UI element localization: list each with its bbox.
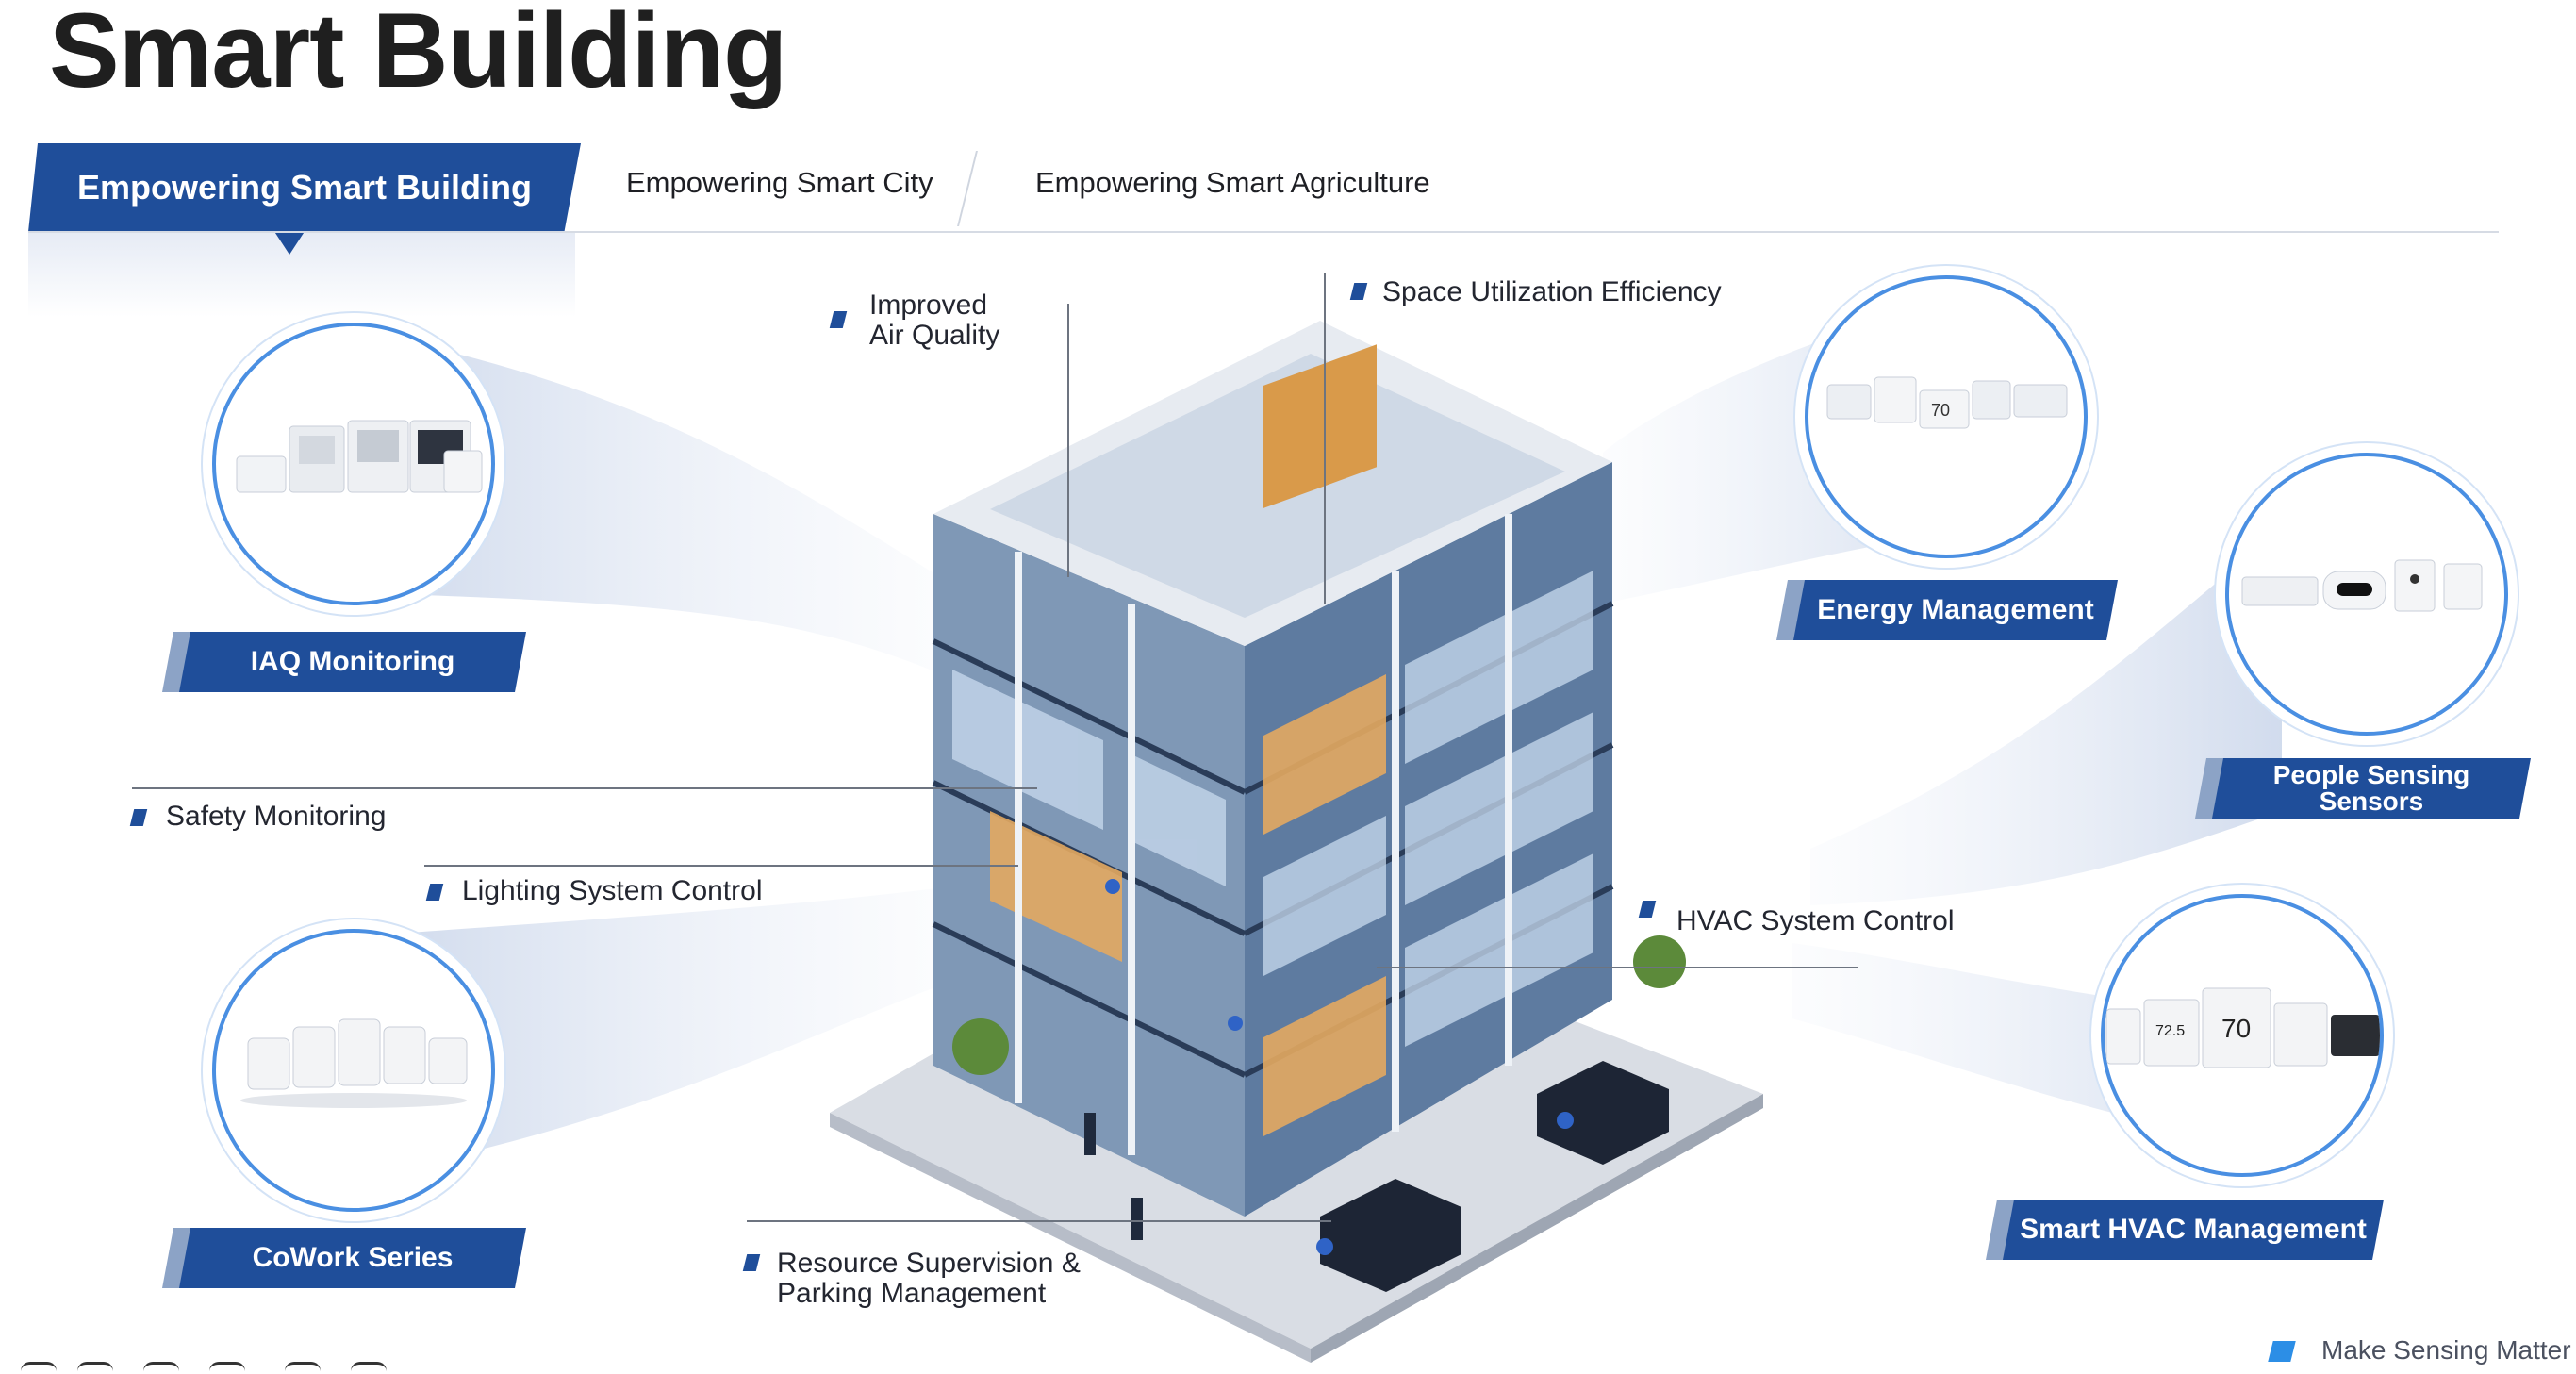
bottom-toolbar-fragments bbox=[21, 1362, 387, 1374]
leader-line-resource bbox=[747, 1220, 1331, 1222]
toolbar-icon[interactable] bbox=[285, 1362, 321, 1374]
toolbar-icon[interactable] bbox=[209, 1362, 245, 1374]
people-sensing-device-circle[interactable] bbox=[2225, 453, 2508, 736]
feature-space-utilization: Space Utilization Efficiency bbox=[1382, 276, 1722, 307]
energy-device-circle[interactable]: 70 bbox=[1805, 275, 2088, 558]
leader-line-lighting bbox=[424, 865, 1018, 867]
feature-lighting-control: Lighting System Control bbox=[462, 875, 763, 906]
smart-hvac-badge[interactable]: Smart HVAC Management bbox=[2003, 1200, 2384, 1260]
people-sensing-badge[interactable]: People Sensing Sensors bbox=[2212, 758, 2531, 819]
footer-tagline: Make Sensing Matter bbox=[2321, 1335, 2571, 1365]
feature-resource-parking: Resource Supervision & Parking Managemen… bbox=[777, 1248, 1081, 1309]
toolbar-icon[interactable] bbox=[351, 1362, 387, 1374]
hvac-devices-image: 72.5 70 bbox=[2105, 987, 2380, 1068]
smart-building-illustration bbox=[830, 321, 1763, 1363]
feature-hvac-control: HVAC System Control bbox=[1676, 905, 1955, 936]
feature-air-quality: Improved Air Quality bbox=[869, 290, 1000, 351]
thermostat-readout-small: 72.5 bbox=[2155, 1023, 2185, 1039]
leader-line-hvac bbox=[1377, 967, 1858, 968]
iaq-device-circle[interactable] bbox=[212, 323, 495, 605]
leader-line-air-quality bbox=[1067, 304, 1069, 577]
leader-line-space bbox=[1324, 273, 1326, 604]
energy-management-badge[interactable]: Energy Management bbox=[1793, 580, 2118, 640]
energy-devices-image: 70 bbox=[1826, 376, 2068, 429]
cowork-device-circle[interactable] bbox=[212, 929, 495, 1212]
feature-safety-monitoring: Safety Monitoring bbox=[166, 801, 387, 832]
toolbar-icon[interactable] bbox=[77, 1362, 113, 1374]
toolbar-icon[interactable] bbox=[143, 1362, 179, 1374]
energy-display-readout: 70 bbox=[1931, 401, 1950, 420]
hvac-device-circle[interactable]: 72.5 70 bbox=[2101, 894, 2384, 1177]
tab-smart-building[interactable]: Empowering Smart Building bbox=[28, 143, 581, 232]
leader-line-safety bbox=[132, 787, 1037, 789]
toolbar-icon[interactable] bbox=[21, 1362, 57, 1374]
cowork-devices-image bbox=[240, 1018, 468, 1108]
iaq-devices-image bbox=[236, 420, 483, 493]
tab-smart-city[interactable]: Empowering Smart City bbox=[626, 166, 933, 199]
thermostat-readout-large: 70 bbox=[2221, 1014, 2251, 1043]
people-sensing-devices-image bbox=[2241, 559, 2483, 612]
cowork-series-badge[interactable]: CoWork Series bbox=[179, 1228, 526, 1288]
tab-underline bbox=[28, 231, 2499, 233]
active-tab-pointer bbox=[273, 230, 305, 255]
page-title: Smart Building bbox=[49, 0, 787, 109]
iaq-monitoring-badge[interactable]: IAQ Monitoring bbox=[179, 632, 526, 692]
tab-smart-agriculture[interactable]: Empowering Smart Agriculture bbox=[1035, 166, 1430, 199]
